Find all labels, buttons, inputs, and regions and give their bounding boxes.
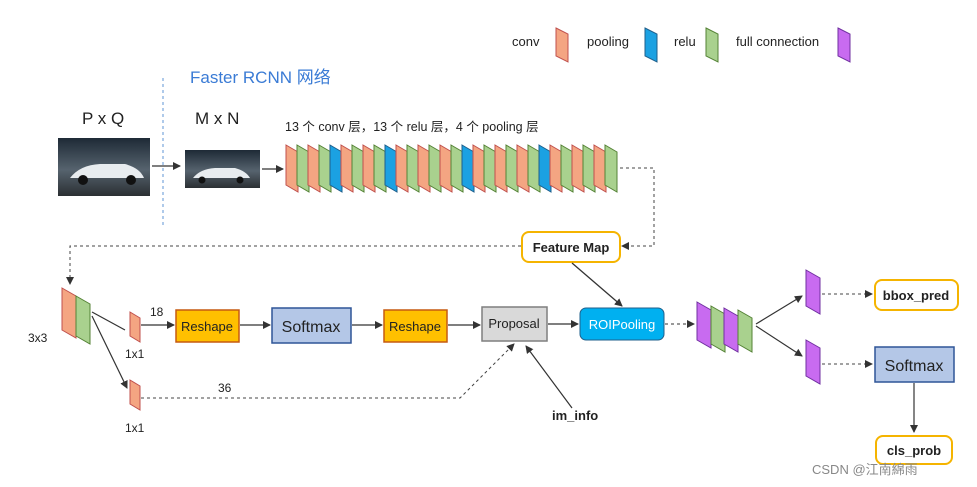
relu-layer [582, 144, 596, 193]
relu-layer [373, 144, 387, 193]
watermark: CSDN @江南綿雨 [812, 462, 918, 477]
conv-layer [472, 144, 486, 193]
rpn-softmax-label: Softmax [282, 319, 341, 336]
rpn-conv1x1-cls [129, 311, 141, 343]
legend-conv-swatch [555, 27, 569, 63]
conv-layer [362, 144, 376, 193]
conv-layer [571, 144, 585, 193]
conv-layer [593, 144, 607, 193]
conv-layer [307, 144, 321, 193]
label-1x1-bottom: 1x1 [125, 421, 145, 435]
relu-layer [406, 144, 420, 193]
conv-layer [417, 144, 431, 193]
relu-layer [450, 144, 464, 193]
arrow-bbox-to-proposal [141, 343, 515, 399]
fc-block [696, 301, 753, 353]
conv-layer [285, 144, 299, 193]
branch-line-bottom [91, 315, 128, 389]
proposal-label: Proposal [488, 316, 539, 331]
conv-layer [516, 144, 530, 193]
feature-map-label: Feature Map [533, 240, 610, 255]
cls-prob-label: cls_prob [887, 443, 941, 458]
relu-layer [351, 144, 365, 193]
feature-map-box [521, 231, 621, 263]
arrow-fc-to-bbox-branch [755, 295, 803, 325]
head-softmax-label: Softmax [885, 358, 944, 375]
fc-cls [805, 339, 821, 385]
legend-relu-swatch [705, 27, 719, 63]
rpn-relu [75, 295, 91, 345]
rpn-conv3x3 [61, 287, 77, 339]
label-pxq: P x Q [82, 109, 124, 128]
legend-fc-swatch [837, 27, 851, 63]
arrow-fc-to-cls-branch [755, 325, 803, 357]
roipooling-box [579, 307, 665, 341]
cls-prob-box [875, 435, 953, 465]
label-mxn: M x N [195, 109, 239, 128]
relu-layer [428, 144, 442, 193]
fc-bbox [805, 269, 821, 315]
label-1x1-top: 1x1 [125, 347, 145, 361]
rpn-softmax-box [271, 307, 352, 344]
label-3x3: 3x3 [28, 331, 48, 345]
relu-layer [527, 144, 541, 193]
relu-layer [505, 144, 519, 193]
bbox-pred-box [874, 279, 959, 311]
relu-layer [604, 144, 618, 193]
label-18: 18 [150, 305, 164, 319]
reshape1-box [175, 309, 240, 343]
relu-layer [296, 144, 310, 193]
pooling-layer [329, 144, 343, 193]
pooling-layer [384, 144, 398, 193]
relu-layer [318, 144, 332, 193]
relu-layer [560, 144, 574, 193]
arrow-featuremap-to-roipooling [571, 262, 623, 307]
pooling-layer [538, 144, 552, 193]
relu-layer [483, 144, 497, 193]
rpn-conv1x1-reg [129, 379, 141, 411]
legend-conv-label: conv [512, 34, 540, 49]
legend-pooling-swatch [644, 27, 658, 63]
legend: conv pooling relu full connection [512, 27, 851, 63]
legend-pooling-label: pooling [587, 34, 629, 49]
conv-layer [395, 144, 409, 193]
conv-layer [549, 144, 563, 193]
input-image-large [58, 138, 150, 196]
conv-layer [494, 144, 508, 193]
legend-relu-label: relu [674, 34, 696, 49]
im-info-label: im_info [552, 408, 598, 423]
backbone-layers [285, 144, 618, 193]
proposal-box [481, 306, 548, 342]
conv-layer [340, 144, 354, 193]
roipooling-label: ROIPooling [589, 317, 655, 332]
arrow-iminfo-to-proposal [525, 345, 573, 409]
branch-line-top [91, 311, 126, 331]
arrow-featuremap-to-rpn [66, 245, 521, 285]
reshape2-label: Reshape [389, 319, 441, 334]
arrow-backbone-to-featuremap [620, 167, 655, 250]
legend-fc-label: full connection [736, 34, 819, 49]
reshape2-box [383, 309, 448, 343]
reshape1-label: Reshape [181, 319, 233, 334]
diagram-title: Faster RCNN 网络 [190, 68, 331, 87]
input-image-small [185, 150, 260, 188]
pooling-layer [461, 144, 475, 193]
head-softmax-box [874, 346, 955, 383]
conv-layer [439, 144, 453, 193]
backbone-caption: 13 个 conv 层，13 个 relu 层，4 个 pooling 层 [285, 120, 539, 134]
label-36: 36 [218, 381, 232, 395]
bbox-pred-label: bbox_pred [883, 288, 950, 303]
